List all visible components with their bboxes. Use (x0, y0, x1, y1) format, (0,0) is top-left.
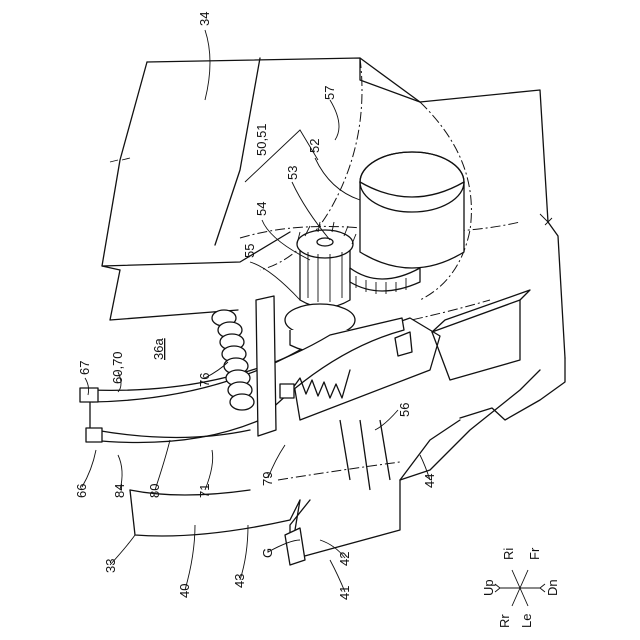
label-50-51: 50,51 (254, 123, 269, 156)
label-71: 71 (197, 484, 212, 498)
label-40: 40 (177, 584, 192, 598)
motor-52 (360, 152, 464, 268)
label-41: 41 (337, 586, 352, 600)
compass-up: Up (481, 579, 496, 596)
compass-ri: Ri (501, 548, 516, 560)
label-57: 57 (322, 86, 337, 100)
label-79: 79 (260, 472, 275, 486)
label-44: 44 (422, 474, 437, 488)
label-G: G (260, 548, 275, 558)
label-66: 66 (74, 484, 89, 498)
label-42: 42 (337, 552, 352, 566)
compass-le: Le (519, 614, 534, 628)
label-53: 53 (285, 166, 300, 180)
label-56: 56 (397, 403, 412, 417)
label-60-70: 60,70 (110, 351, 125, 384)
hidden-contours (240, 58, 520, 480)
label-36a: 36a (151, 338, 166, 360)
label-67: 67 (77, 361, 92, 375)
label-52: 52 (307, 139, 322, 153)
label-43: 43 (232, 574, 247, 588)
compass-dn: Dn (545, 579, 560, 596)
direction-compass (495, 570, 545, 606)
label-55: 55 (242, 244, 257, 258)
label-76: 76 (197, 373, 212, 387)
label-33: 33 (103, 559, 118, 573)
label-34: 34 (197, 12, 212, 26)
label-54: 54 (254, 202, 269, 216)
label-80: 80 (147, 484, 162, 498)
label-84: 84 (112, 484, 127, 498)
compass-fr: Fr (527, 547, 542, 560)
compass-rr: Rr (497, 614, 512, 628)
